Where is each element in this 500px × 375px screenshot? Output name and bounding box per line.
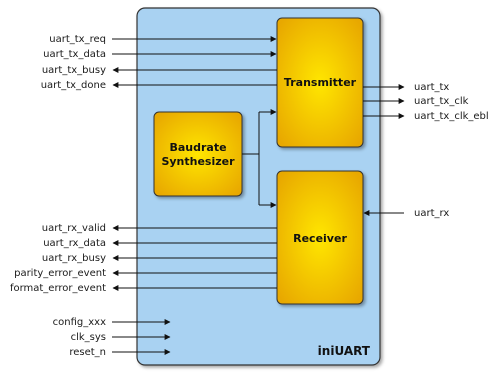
tx-data-label: uart_tx_data (43, 49, 106, 60)
parity-error-label: parity_error_event (14, 268, 106, 279)
baudrate-clock-connections (242, 109, 277, 208)
right-signals (363, 84, 405, 216)
tx-clk-ebl-label: uart_tx_clk_ebl (414, 111, 489, 122)
clk-label: clk_sys (71, 332, 106, 343)
reset-label: reset_n (69, 347, 106, 358)
rx-busy-label: uart_rx_busy (42, 253, 106, 264)
transmitter-label: Transmitter (284, 76, 357, 89)
baudrate-label-line2: Synthesizer (161, 155, 235, 168)
tx-label: uart_tx (414, 82, 449, 93)
rx-valid-label: uart_rx_valid (42, 223, 106, 234)
tx-busy-label: uart_tx_busy (42, 65, 106, 76)
tx-req-label: uart_tx_req (49, 34, 106, 45)
rx-data-label: uart_rx_data (43, 238, 106, 249)
format-error-label: format_error_event (10, 283, 106, 294)
tx-done-label: uart_tx_done (41, 80, 106, 91)
receiver-block (276, 170, 364, 305)
global-input-signals (112, 319, 171, 355)
baudrate-label-line1: Baudrate (169, 141, 226, 154)
config-label: config_xxx (53, 317, 106, 328)
tx-clk-label: uart_tx_clk (414, 96, 469, 107)
rx-left-signals (112, 225, 277, 291)
receiver-label: Receiver (293, 232, 347, 245)
baudrate-synthesizer-block (153, 111, 243, 197)
rx-label: uart_rx (414, 208, 449, 219)
module-name: iniUART (318, 344, 371, 358)
transmitter-block (276, 17, 364, 148)
tx-left-signals (112, 36, 277, 88)
